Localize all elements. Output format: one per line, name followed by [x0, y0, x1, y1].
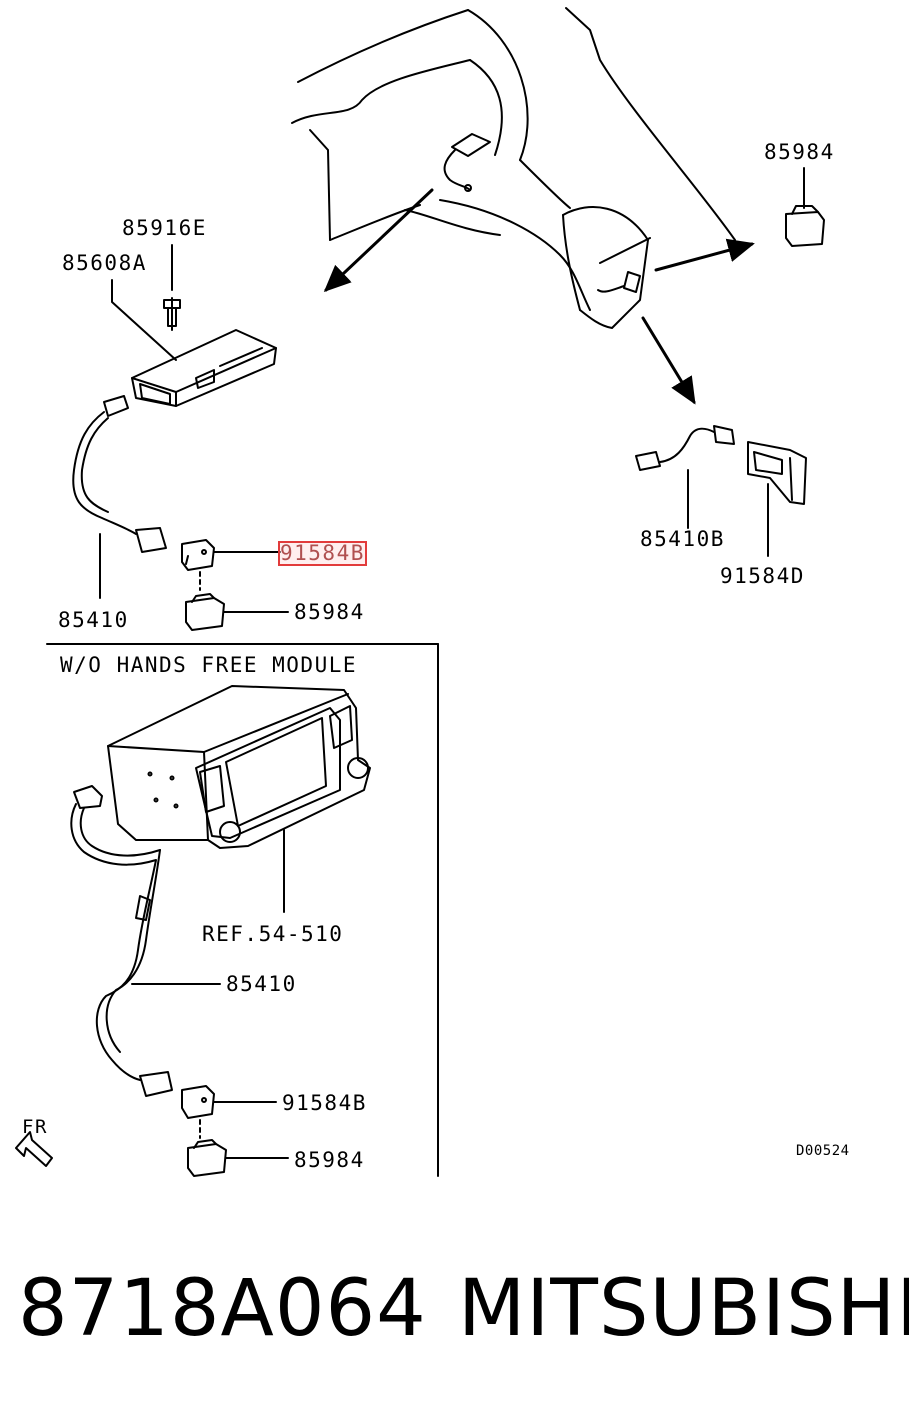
- callout-91584B-bottom: 91584B: [282, 1091, 367, 1115]
- fr-label: FR: [22, 1116, 48, 1138]
- callout-ref-54-510: REF.54-510: [202, 922, 344, 946]
- switch-85984-bottom: [187, 1139, 289, 1177]
- brand-name: MITSUBISHI: [458, 1264, 909, 1354]
- direction-arrows: [323, 188, 755, 405]
- inset-title: W/O HANDS FREE MODULE: [60, 653, 358, 677]
- switch-85984-top: [785, 167, 825, 247]
- callout-85984-mid: 85984: [294, 600, 365, 624]
- callout-85984-bottom: 85984: [294, 1148, 365, 1172]
- head-unit: [107, 685, 371, 913]
- callout-85410-bottom: 85410: [226, 972, 297, 996]
- front-arrow-icon: [15, 1131, 53, 1167]
- callout-85608A: 85608A: [62, 251, 147, 275]
- callout-85410-top: 85410: [58, 608, 129, 632]
- callout-85410B: 85410B: [640, 527, 725, 551]
- callout-85916E: 85916E: [122, 216, 207, 240]
- drawing-code: D00524: [796, 1143, 850, 1159]
- bracket-91584B-top: [181, 539, 281, 591]
- harness-85410-bottom: [70, 785, 221, 1097]
- switch-85984-mid: [185, 593, 289, 631]
- dashboard-outline: [291, 7, 736, 329]
- callout-91584D: 91584D: [720, 564, 805, 588]
- inset-frame: [46, 643, 439, 1177]
- harness-85410-top: [72, 395, 167, 599]
- harness-85410B: [635, 425, 735, 529]
- callout-85984-top: 85984: [764, 140, 835, 164]
- module-85608A: [111, 244, 277, 407]
- part-number: 8718A064: [18, 1264, 427, 1354]
- callout-91584B-top[interactable]: 91584B: [278, 541, 367, 566]
- bracket-91584D: [747, 441, 807, 557]
- bracket-91584B-bottom: [181, 1085, 277, 1139]
